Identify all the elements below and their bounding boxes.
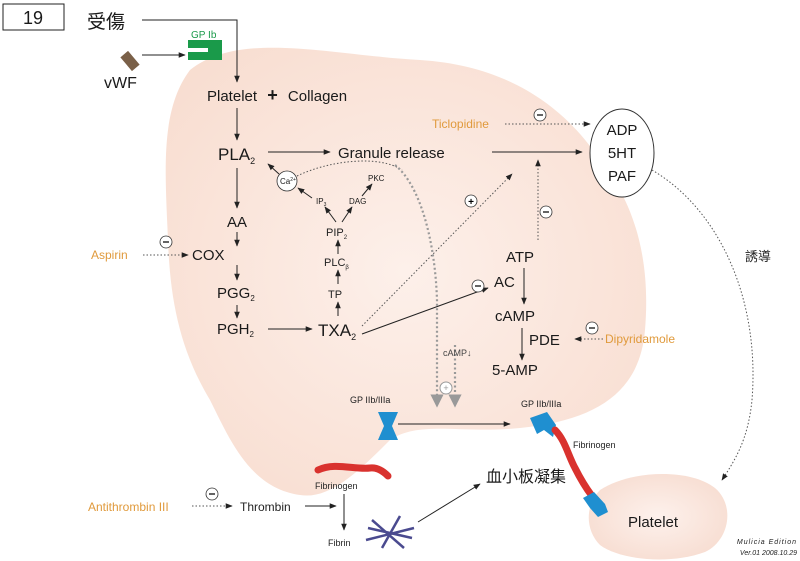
tp-node: TP — [328, 289, 342, 301]
granule-release-node: Granule release — [338, 145, 445, 162]
induce-label: 誘導 — [745, 250, 771, 265]
pkc-node: PKC — [368, 174, 385, 183]
final-platelet-background — [588, 473, 728, 560]
dag-node: DAG — [349, 197, 366, 206]
svg-text:+: + — [468, 197, 474, 208]
camp-down-label: cAMP↓ — [443, 348, 472, 358]
pla2-node: PLA2 — [218, 145, 255, 166]
plcb-node: PLCβ — [324, 257, 349, 271]
fibrin-mesh — [365, 515, 415, 549]
aa-node: AA — [227, 214, 247, 231]
mediators-ellipse — [589, 108, 655, 198]
thrombin-node: Thrombin — [240, 500, 291, 514]
vwf-label: vWF — [104, 75, 137, 92]
platelet-collagen-node: Platelet + Collagen — [207, 85, 347, 105]
gp-iib-right-label: GP IIb/IIIa — [521, 399, 561, 409]
gp-ib-label: GP Ib — [191, 30, 217, 41]
adp-node: ADP — [607, 122, 638, 139]
gp-iib-left-label: GP IIb/IIIa — [350, 395, 390, 405]
aggregation-label: 血小板凝集 — [486, 467, 566, 486]
ac-node: AC — [494, 274, 515, 291]
vwf-shape — [120, 50, 140, 72]
gp-iib-right-receptor — [530, 412, 556, 437]
camp-node: cAMP — [495, 308, 535, 325]
ticlopidine-drug: Ticlopidine — [432, 117, 489, 131]
dipyridamole-drug: Dipyridamole — [605, 332, 675, 346]
slide-number: 19 — [23, 8, 43, 28]
atp-node: ATP — [506, 249, 534, 266]
paf-node: PAF — [608, 168, 636, 185]
fibrin-node: Fibrin — [328, 538, 351, 548]
ip3-node: IP3 — [316, 197, 327, 208]
calcium-circle — [276, 170, 298, 192]
5ht-node: 5HT — [608, 145, 636, 162]
5amp-node: 5-AMP — [492, 362, 538, 379]
platelet-cell-background — [165, 47, 647, 496]
pgg2-node: PGG2 — [217, 285, 255, 303]
gp-ib-receptor — [188, 40, 222, 60]
txa2-node: TXA2 — [318, 321, 356, 342]
fibrinogen-right-label: Fibrinogen — [573, 440, 616, 450]
pip2-node: PIP2 — [326, 227, 348, 241]
fibrinogen-left-shape — [314, 462, 392, 480]
fibrinogen-bound — [551, 426, 596, 500]
calcium-label: Ca2+ — [280, 177, 296, 186]
svg-text:+: + — [443, 383, 448, 393]
final-platelet-label: Platelet — [628, 514, 679, 531]
aspirin-drug: Aspirin — [91, 248, 128, 262]
footer-version: Ver.01 2008.10.29 — [740, 550, 797, 557]
pde-node: PDE — [529, 332, 560, 349]
injury-label: 受傷 — [87, 11, 125, 33]
gp-iib-left-receptor — [378, 412, 398, 440]
antithrombin-drug: Antithrombin III — [88, 500, 169, 514]
gp-iib-bottom-receptor — [583, 492, 608, 517]
slide-number-box — [2, 3, 65, 31]
fibrinogen-left-label: Fibrinogen — [315, 481, 358, 491]
pgh2-node: PGH2 — [217, 321, 255, 339]
footer-edition: Mulicia Edition — [737, 539, 797, 546]
cox-node: COX — [192, 247, 225, 264]
